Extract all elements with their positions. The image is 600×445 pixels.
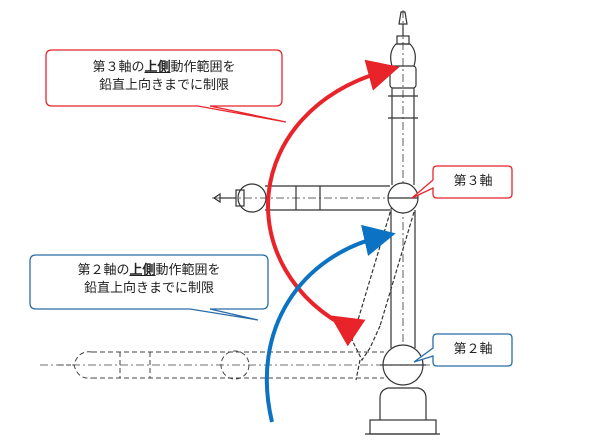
axis2-range-line1-pre: 第２軸の	[77, 263, 130, 278]
upper-arm-vertical	[388, 10, 418, 200]
axis2-label-callout	[413, 333, 513, 367]
axis3-range-line1: 第３軸の上側動作範囲を	[48, 59, 280, 77]
axis3-range-line2: 鉛直上向きまでに制限	[98, 78, 229, 93]
axis2-range-line1-post: 動作範囲を	[155, 263, 221, 278]
axis3-range-line1-post: 動作範囲を	[170, 60, 236, 75]
axis3-label: 第３軸	[453, 174, 493, 189]
axis3-label-callout	[411, 165, 513, 199]
axis3-range-line1-highlight: 上側	[144, 60, 171, 75]
axis2-range-line2: 鉛直上向きまでに制限	[83, 281, 214, 296]
axis3-range-arrow-tail	[330, 315, 366, 347]
axis3-range-callout	[45, 49, 287, 123]
axis3-range-text: 第３軸の上側動作範囲を 鉛直上向きまでに制限	[48, 59, 280, 95]
robot-base	[365, 387, 440, 435]
axis2-range-text: 第２軸の上側動作範囲を 鉛直上向きまでに制限	[32, 262, 266, 298]
axis2-range-callout	[29, 254, 269, 321]
axis2-range-line1: 第２軸の上側動作範囲を	[32, 262, 266, 280]
axis2-range-arrow	[264, 224, 396, 423]
lower-arm-horizontal-ghost	[40, 350, 430, 380]
forearm-horizontal	[212, 183, 420, 213]
joint-3	[387, 182, 419, 214]
axis3-range-arrow	[266, 59, 400, 332]
axis3-range-line1-pre: 第３軸の	[92, 60, 145, 75]
axis2-range-line1-highlight: 上側	[129, 263, 156, 278]
axis2-label: 第２軸	[453, 342, 493, 357]
